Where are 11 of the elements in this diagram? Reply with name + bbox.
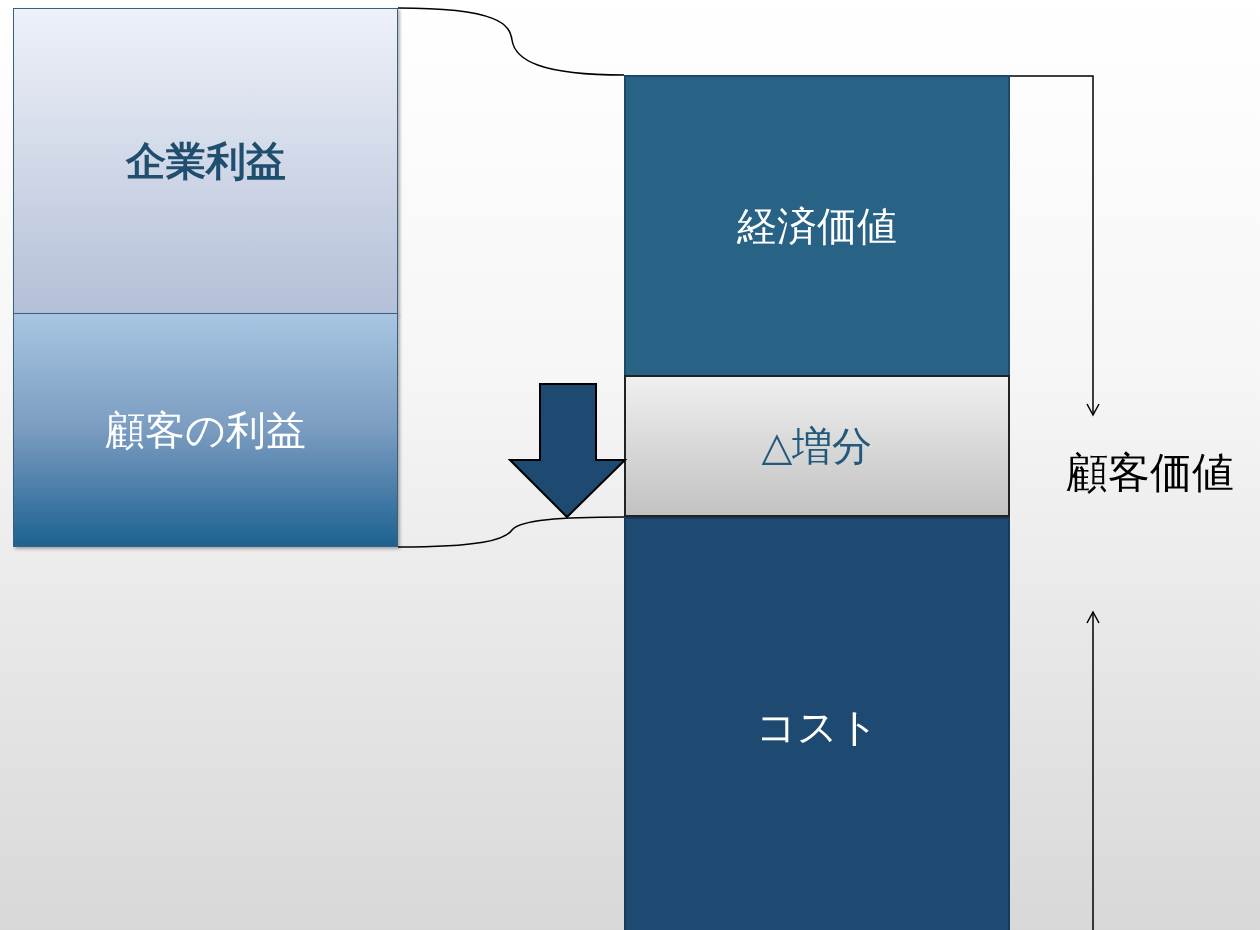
segment-label: 顧客の利益 — [105, 405, 306, 455]
value-segment — [624, 75, 1010, 377]
segment-label: 経済価値 — [737, 201, 897, 251]
segment-label: △増分 — [761, 421, 873, 471]
segment-label: 企業利益 — [125, 136, 286, 186]
cost-segment — [624, 517, 1010, 930]
profit-box — [13, 8, 398, 314]
increment-segment — [624, 375, 1010, 517]
dimension-label: 顧客価値 — [1066, 447, 1234, 499]
segment-label: コスト — [755, 702, 879, 752]
profit-box — [13, 313, 398, 547]
